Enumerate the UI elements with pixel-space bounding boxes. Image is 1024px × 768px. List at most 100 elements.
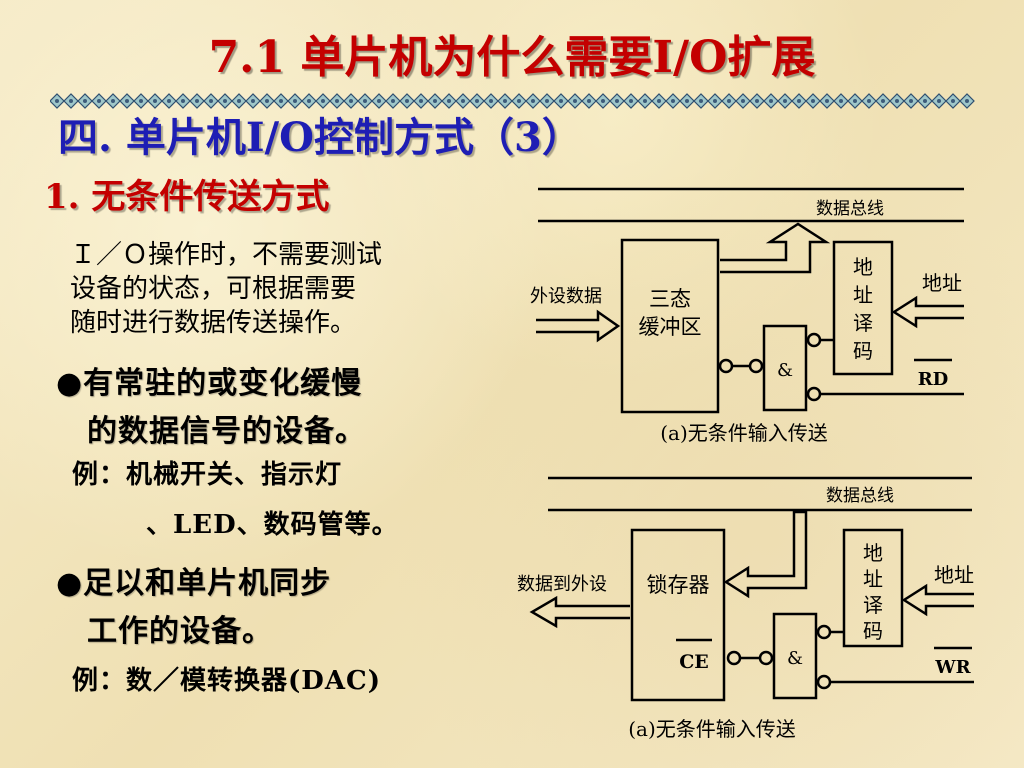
address-decoder bbox=[832, 240, 894, 376]
wr-label: WR bbox=[934, 657, 971, 678]
ext-data-input-arrow bbox=[536, 309, 621, 343]
decoder-char: 址 bbox=[853, 283, 873, 307]
bullet-slow-devices: ●有常驻的或变化缓慢 的数据信号的设备。 bbox=[56, 360, 476, 456]
chain-link-center bbox=[405, 99, 409, 103]
chain-link-center bbox=[447, 99, 451, 103]
bullet-sync-devices: ●足以和单片机同步 工作的设备。 bbox=[56, 560, 476, 656]
address-label: 地址 bbox=[922, 271, 962, 295]
address-label: 地址 bbox=[934, 563, 974, 587]
chain-link-center bbox=[335, 99, 339, 103]
chain-link-center bbox=[853, 99, 857, 103]
latch-ce-inversion-bubble bbox=[726, 650, 742, 666]
chain-link-center bbox=[671, 99, 675, 103]
chain-link-center bbox=[433, 99, 437, 103]
section-subtitle: 四. 单片机I/O控制方式（3） bbox=[58, 114, 582, 161]
rd-label: RD bbox=[918, 369, 949, 390]
decoder-char: 码 bbox=[853, 339, 873, 363]
chain-link-center bbox=[825, 99, 829, 103]
chain-link-center bbox=[153, 99, 157, 103]
chain-link-center bbox=[461, 99, 465, 103]
chain-link-center bbox=[237, 99, 241, 103]
decoder-char: 地 bbox=[863, 541, 883, 565]
latch-label: 锁存器 bbox=[647, 573, 710, 597]
example-line-continued: 、LED、数码管等。 bbox=[146, 510, 399, 540]
chain-link-center bbox=[601, 99, 605, 103]
address-decoder bbox=[842, 528, 904, 648]
chain-link-center bbox=[811, 99, 815, 103]
bus-label: 数据总线 bbox=[816, 199, 884, 219]
chain-link-center bbox=[559, 99, 563, 103]
decoder-char: 地 bbox=[853, 255, 873, 279]
bus-label: 数据总线 bbox=[826, 486, 894, 506]
chain-link-center bbox=[223, 99, 227, 103]
chain-link-center bbox=[657, 99, 661, 103]
chain-link-center bbox=[475, 99, 479, 103]
out-data-label: 数据到外设 bbox=[517, 574, 607, 595]
chain-link-center bbox=[895, 99, 899, 103]
gate-input2-inversion-bubble bbox=[816, 674, 832, 690]
buffer-to-bus-arrow bbox=[720, 222, 831, 274]
chain-link-center bbox=[195, 99, 199, 103]
ext-data-label: 外设数据 bbox=[530, 286, 602, 307]
chain-link-center bbox=[83, 99, 87, 103]
chain-link-center bbox=[69, 99, 73, 103]
gate-output-inversion-bubble bbox=[758, 650, 774, 666]
address-input-arrow bbox=[891, 295, 964, 329]
chain-link-center bbox=[419, 99, 423, 103]
chain-link-center bbox=[573, 99, 577, 103]
ce-label: CE bbox=[679, 651, 709, 673]
description-paragraph: Ｉ／Ｏ操作时，不需要测试 设备的状态，可根据需要 随时进行数据传送操作。 bbox=[70, 238, 460, 340]
bullet-line: 工作的设备。 bbox=[56, 614, 273, 649]
chain-link-center bbox=[545, 99, 549, 103]
description-line: Ｉ／Ｏ操作时，不需要测试 bbox=[70, 240, 383, 270]
chain-link-center bbox=[321, 99, 325, 103]
chain-link-center bbox=[881, 99, 885, 103]
gate-output-inversion-bubble bbox=[748, 358, 764, 374]
chain-link-center bbox=[125, 99, 129, 103]
chain-link-center bbox=[531, 99, 535, 103]
example-line: 例：机械开关、指示灯 bbox=[72, 460, 343, 490]
description-line: 随时进行数据传送操作。 bbox=[70, 308, 357, 338]
chain-link-center bbox=[797, 99, 801, 103]
chain-link-center bbox=[909, 99, 913, 103]
and-gate bbox=[772, 612, 818, 700]
latch bbox=[630, 528, 726, 702]
decoder-char: 译 bbox=[853, 311, 873, 335]
tri-state-buffer bbox=[620, 238, 720, 414]
chain-link-center bbox=[307, 99, 311, 103]
chain-link-center bbox=[209, 99, 213, 103]
gate-input1-inversion-bubble bbox=[816, 624, 832, 640]
chain-link-center bbox=[139, 99, 143, 103]
chain-link-center bbox=[97, 99, 101, 103]
chain-link-center bbox=[265, 99, 269, 103]
chain-link-center bbox=[587, 99, 591, 103]
bus-to-latch-arrow bbox=[723, 510, 808, 599]
and-gate-symbol: & bbox=[777, 360, 793, 381]
address-input-arrow bbox=[901, 583, 974, 617]
chain-link-center bbox=[951, 99, 955, 103]
chain-link-center bbox=[251, 99, 255, 103]
chain-link-center bbox=[349, 99, 353, 103]
chain-link-center bbox=[293, 99, 297, 103]
chain-link-center bbox=[713, 99, 717, 103]
chain-link-center bbox=[279, 99, 283, 103]
gate-input1-inversion-bubble bbox=[806, 332, 822, 348]
diagram-caption: (a)无条件输入传送 bbox=[660, 421, 828, 445]
chain-link-center bbox=[769, 99, 773, 103]
decorative-chain-divider bbox=[50, 93, 975, 109]
diagram-caption: (a)无条件输入传送 bbox=[628, 717, 796, 741]
chain-link-center bbox=[517, 99, 521, 103]
slide-title: 7.1 单片机为什么需要I/O扩展 bbox=[208, 32, 816, 83]
chain-link-center bbox=[755, 99, 759, 103]
chain-link-center bbox=[615, 99, 619, 103]
chain-link-center bbox=[167, 99, 171, 103]
input-transfer-diagram: 数据总线 三态 缓冲区 外设数据 地 址 译 码 地址 & RD (a)无条件输… bbox=[530, 187, 964, 445]
buffer-enable-inversion-bubble bbox=[718, 358, 734, 374]
topic-heading: 1. 无条件传送方式 bbox=[44, 177, 330, 217]
chain-link-center bbox=[699, 99, 703, 103]
chain-link-center bbox=[867, 99, 871, 103]
chain-link-center bbox=[643, 99, 647, 103]
chain-link-center bbox=[783, 99, 787, 103]
decoder-char: 码 bbox=[863, 619, 883, 643]
